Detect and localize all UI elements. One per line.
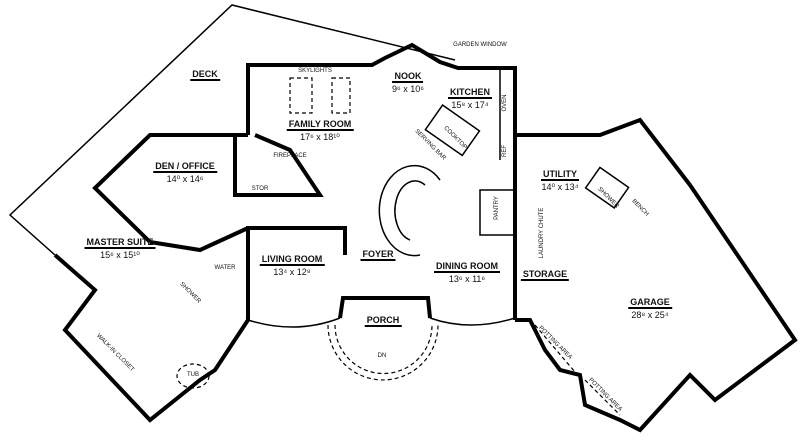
room-label-foyer: FOYER xyxy=(360,249,396,261)
laundry-chute-label: LAUNDRY CHUTE xyxy=(539,207,545,259)
utility-shower xyxy=(584,166,630,210)
ref-label: REF xyxy=(502,145,508,157)
deck-outline xyxy=(8,4,456,256)
potting-area-2 xyxy=(584,379,621,416)
oven-label: OVEN xyxy=(502,94,508,112)
fireplace-label: FIREPLACE xyxy=(273,153,307,159)
pantry-label: PANTRY xyxy=(494,196,500,220)
porch-steps-outer xyxy=(327,324,439,381)
porch-steps xyxy=(334,324,433,375)
den-walls xyxy=(92,133,248,244)
tub-label: TUB xyxy=(187,372,199,378)
water-label: WATER xyxy=(214,265,236,271)
utility-walls xyxy=(515,117,692,187)
room-label-deck: DECK xyxy=(190,69,220,81)
porch-walls xyxy=(338,296,432,319)
curved-stair-inner xyxy=(394,180,426,241)
fireplace-block xyxy=(233,133,324,197)
garage-walls xyxy=(515,183,798,433)
skylight-right xyxy=(331,77,351,114)
master-suite-walls xyxy=(53,253,250,423)
garden-window-label: GARDEN WINDOW xyxy=(453,42,507,48)
curved-stair xyxy=(378,164,441,257)
skylight-left xyxy=(289,77,313,114)
room-label-porch: PORCH xyxy=(364,315,402,327)
living-room-bay xyxy=(247,317,341,328)
stor-label: STOR xyxy=(251,186,269,192)
north-wall xyxy=(246,42,517,320)
living-room-walls xyxy=(246,226,347,320)
pantry-block xyxy=(479,189,516,236)
master-bath-walls xyxy=(149,226,249,253)
tub xyxy=(176,363,210,389)
dn-label: DN xyxy=(377,353,387,359)
potting-area-1 xyxy=(534,324,576,373)
dining-bay xyxy=(429,317,516,326)
room-label-storage: STORAGE xyxy=(520,269,570,281)
cooktop-island xyxy=(424,104,481,157)
skylights-label: SKYLIGHTS xyxy=(298,68,332,74)
